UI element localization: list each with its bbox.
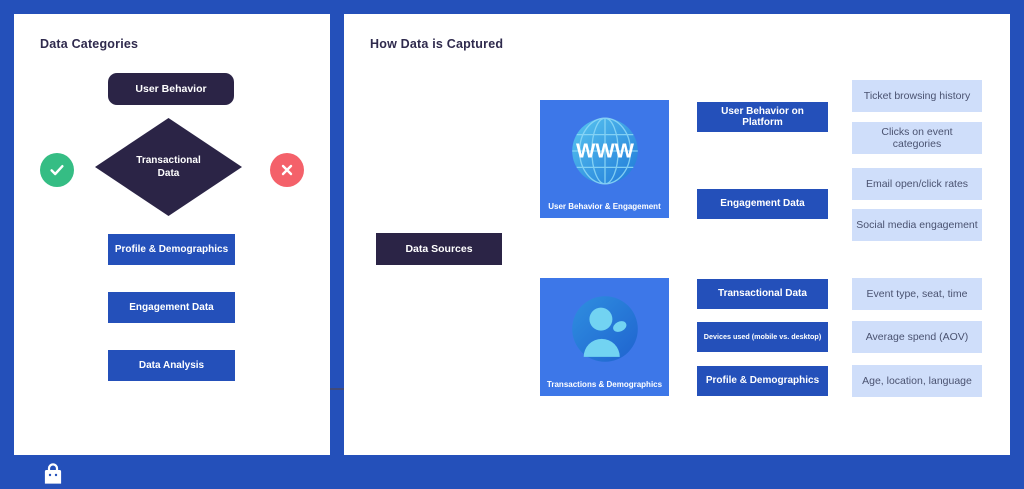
card-user-behavior-engagement-caption: User Behavior & Engagement xyxy=(548,202,661,211)
check-mark-glyph xyxy=(50,165,64,176)
node-data-sources-label: Data Sources xyxy=(405,242,473,255)
node-profile-demographics-left-label: Profile & Demographics xyxy=(114,243,229,255)
output-event-type-seat-time-label: Event type, seat, time xyxy=(866,287,968,300)
card-user-behavior-engagement[interactable]: WWW User Behavior & Engagement xyxy=(540,100,669,218)
output-ticket-browsing-history-label: Ticket browsing history xyxy=(863,89,971,102)
node-user-behavior[interactable]: User Behavior xyxy=(108,73,234,105)
globe-www-icon: WWW xyxy=(540,100,669,202)
node-data-analysis-label: Data Analysis xyxy=(138,359,205,371)
output-email-open-click-rates[interactable]: Email open/click rates xyxy=(852,168,982,200)
output-clicks-on-event-categories[interactable]: Clicks on event categories xyxy=(852,122,982,154)
cross-icon xyxy=(270,153,304,187)
node-devices-used-label: Devices used (mobile vs. desktop) xyxy=(703,331,822,341)
output-average-spend-aov[interactable]: Average spend (AOV) xyxy=(852,321,982,353)
output-social-media-engagement[interactable]: Social media engagement xyxy=(852,209,982,241)
user-profile-icon-art xyxy=(571,296,638,362)
node-user-behavior-label: User Behavior xyxy=(135,82,207,95)
node-profile-demographics-left[interactable]: Profile & Demographics xyxy=(108,234,235,265)
shopping-bag-icon-art xyxy=(44,463,62,484)
node-user-behavior-on-platform[interactable]: User Behavior on Platform xyxy=(697,102,828,132)
globe-icon-art: WWW xyxy=(571,117,638,185)
decision-label-line2: Data xyxy=(157,168,180,179)
output-event-type-seat-time[interactable]: Event type, seat, time xyxy=(852,278,982,310)
output-age-location-language[interactable]: Age, location, language xyxy=(852,365,982,397)
output-social-media-engagement-label: Social media engagement xyxy=(856,218,978,231)
node-engagement-data-left[interactable]: Engagement Data xyxy=(108,292,235,323)
node-engagement-data-right-label: Engagement Data xyxy=(720,198,805,210)
svg-text:WWW: WWW xyxy=(575,140,634,163)
node-devices-used[interactable]: Devices used (mobile vs. desktop) xyxy=(697,322,828,352)
decision-label-line1: Transactional xyxy=(136,154,201,166)
node-engagement-data-left-label: Engagement Data xyxy=(129,301,214,313)
card-transactions-demographics-caption: Transactions & Demographics xyxy=(546,380,663,389)
node-user-behavior-on-platform-label: User Behavior on Platform xyxy=(721,105,804,129)
node-profile-demographics-right[interactable]: Profile & Demographics xyxy=(697,366,828,396)
panel-right-title: How Data is Captured xyxy=(370,37,504,51)
node-transactional-data-right-label: Transactional Data xyxy=(718,288,807,300)
card-transactions-demographics[interactable]: Transactions & Demographics xyxy=(540,278,669,396)
check-icon xyxy=(40,153,74,187)
panel-left-title: Data Categories xyxy=(40,37,139,51)
node-data-sources[interactable]: Data Sources xyxy=(376,233,502,265)
cross-mark-glyph xyxy=(281,164,293,176)
shopping-bag-icon xyxy=(40,462,66,484)
node-transactional-data-right[interactable]: Transactional Data xyxy=(697,279,828,309)
node-data-analysis[interactable]: Data Analysis xyxy=(108,350,235,381)
output-average-spend-aov-label: Average spend (AOV) xyxy=(865,330,969,343)
node-profile-demographics-right-label: Profile & Demographics xyxy=(705,375,820,387)
user-profile-icon xyxy=(540,278,669,380)
output-email-open-click-rates-label: Email open/click rates xyxy=(865,177,969,190)
output-ticket-browsing-history[interactable]: Ticket browsing history xyxy=(852,80,982,112)
node-engagement-data-right[interactable]: Engagement Data xyxy=(697,189,828,219)
output-clicks-on-event-categories-label: Clicks on event categories xyxy=(881,125,953,150)
output-age-location-language-label: Age, location, language xyxy=(862,374,972,387)
